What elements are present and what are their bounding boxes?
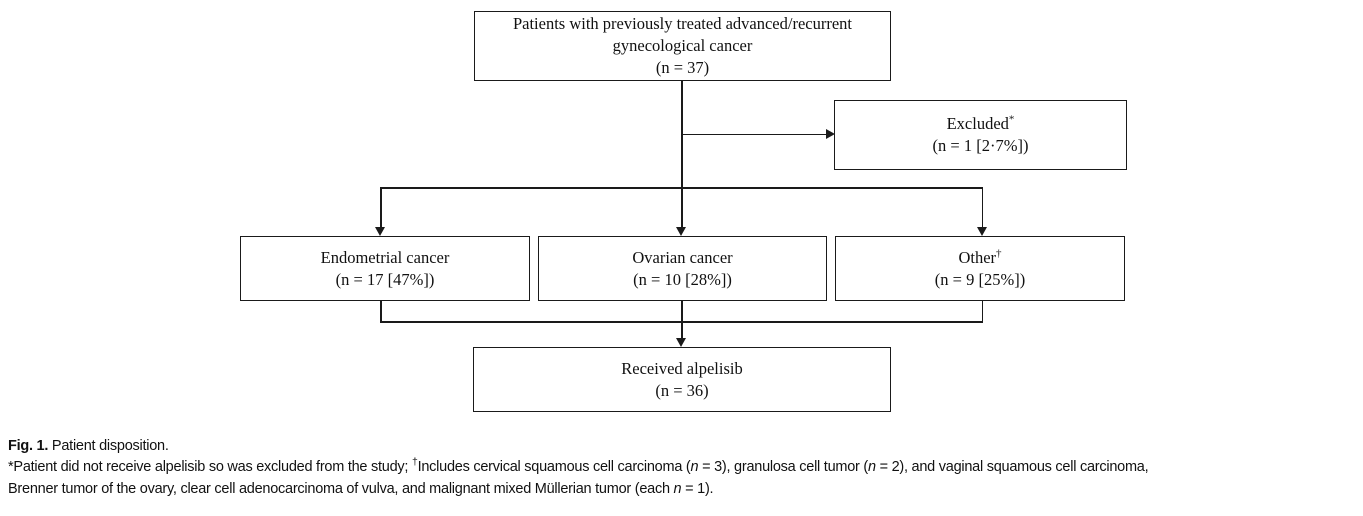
caption-footnote-dagger-b: = 3), granulosa cell tumor (	[698, 459, 868, 476]
node-excluded: Excluded* (n = 1 [2·7%])	[834, 100, 1127, 170]
caption-line-3: Brenner tumor of the ovary, clear cell a…	[8, 479, 1358, 500]
caption-n-italic-2: n	[867, 459, 876, 476]
caption-footnote-asterisk: *Patient did not receive alpelisib so wa…	[8, 459, 412, 476]
node-other-label-text: Other	[958, 247, 997, 267]
node-source-label-line1: Patients with previously treated advance…	[512, 14, 853, 34]
node-source-population: Patients with previously treated advance…	[474, 11, 891, 81]
node-other-count: (n = 9 [25%])	[934, 269, 1026, 289]
caption-fig-title: Patient disposition.	[48, 438, 169, 454]
connector-to-received	[681, 321, 683, 342]
connector-merge-right	[981, 301, 983, 322]
node-excluded-label: Excluded*	[947, 113, 1015, 135]
caption-footnote-dagger-c: = 2), and vaginal squamous cell carcinom…	[875, 459, 1149, 476]
node-excluded-label-text: Excluded	[946, 114, 1009, 134]
caption-n-italic-1: n	[690, 459, 699, 476]
caption-n-italic-3: n	[673, 480, 682, 497]
caption-footnote-dagger-e: = 1).	[681, 480, 714, 497]
node-other-cancer: Other† (n = 9 [25%])	[835, 236, 1125, 301]
node-endometrial-count: (n = 17 [47%])	[335, 269, 435, 289]
connector-split-left	[380, 187, 382, 231]
node-ovarian-label: Ovarian cancer	[632, 247, 733, 267]
caption-footnote-dagger-a: Includes cervical squamous cell carcinom…	[417, 459, 691, 476]
arrowhead-excluded-icon	[826, 128, 835, 139]
caption-dagger-icon: †	[411, 456, 418, 469]
connector-merge-left	[380, 301, 382, 322]
caption-line-1: Fig. 1. Patient disposition.	[8, 436, 1358, 457]
node-source-count: (n = 37)	[655, 57, 710, 77]
node-received-alpelisib: Received alpelisib (n = 36)	[473, 347, 891, 412]
dagger-marker-icon: †	[996, 247, 1002, 260]
figure-caption: Fig. 1. Patient disposition. *Patient di…	[8, 436, 1358, 500]
arrowhead-received-icon	[676, 338, 686, 347]
arrowhead-endometrial-icon	[375, 227, 385, 236]
node-received-count: (n = 36)	[655, 380, 709, 400]
asterisk-marker-icon: *	[1008, 113, 1015, 126]
connector-split-middle	[681, 187, 683, 231]
connector-merge-middle	[681, 301, 683, 322]
node-endometrial-label: Endometrial cancer	[320, 247, 450, 267]
node-received-label: Received alpelisib	[621, 358, 743, 378]
caption-line-2: *Patient did not receive alpelisib so wa…	[8, 457, 1358, 478]
caption-footnote-dagger-d: Brenner tumor of the ovary, clear cell a…	[8, 480, 674, 497]
arrowhead-other-icon	[976, 227, 987, 236]
caption-fig-label: Fig. 1.	[8, 438, 49, 454]
node-ovarian-cancer: Ovarian cancer (n = 10 [28%])	[538, 236, 827, 301]
arrowhead-ovarian-icon	[676, 227, 686, 236]
connector-to-excluded	[681, 133, 827, 135]
connector-split-right	[981, 187, 983, 231]
node-endometrial-cancer: Endometrial cancer (n = 17 [47%])	[240, 236, 530, 301]
node-source-label-line2: gynecological cancer	[612, 36, 753, 56]
node-ovarian-count: (n = 10 [28%])	[633, 269, 732, 289]
node-other-label: Other†	[958, 247, 1001, 269]
node-excluded-count: (n = 1 [2·7%])	[932, 136, 1029, 155]
